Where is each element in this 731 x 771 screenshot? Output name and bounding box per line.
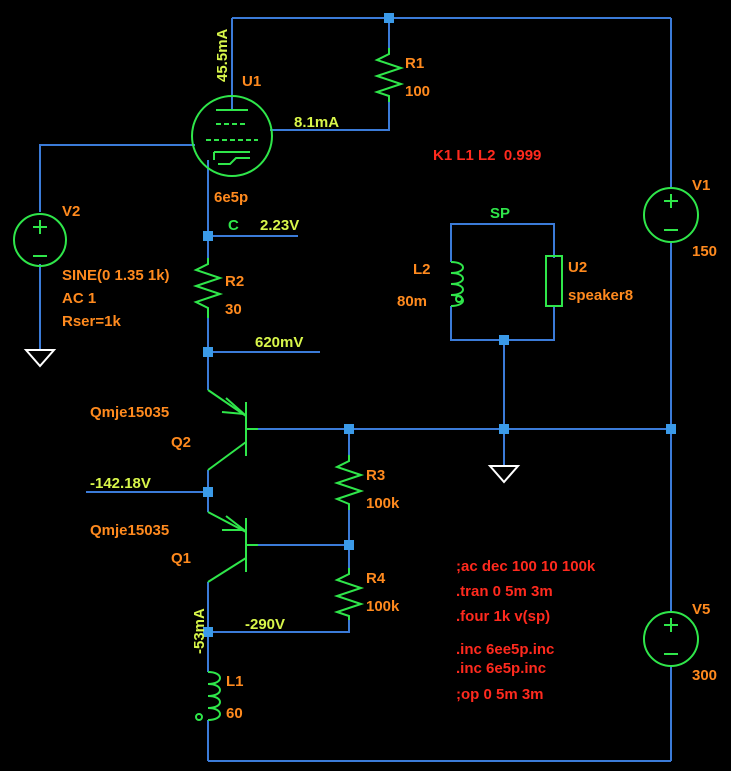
r4-value-label: 100k [366,598,400,615]
v5-name-label: V5 [692,601,710,618]
junction [203,347,213,357]
ground-icon[interactable] [487,465,521,484]
junction [344,540,354,550]
spice-directive: ;ac dec 100 10 100k [456,558,596,575]
r3-value-label: 100k [366,495,400,512]
wire-r1-bottom[interactable] [270,102,390,131]
junction [666,424,676,434]
inductor-l2[interactable] [450,261,464,307]
net-sp-label: SP [490,205,510,222]
r2-voltage-annotation: 620mV [255,334,303,351]
q1-current-annotation: -53mA [191,608,208,654]
q2-name-label: Q2 [171,434,191,451]
junction [344,424,354,434]
resistor-r4[interactable] [333,568,365,620]
junction [203,487,213,497]
resistor-r2[interactable] [192,258,224,318]
transistor-q1[interactable] [207,511,258,583]
l1-name-label: L1 [226,673,244,690]
inductor-l1[interactable] [195,671,221,721]
wire-sp-loop[interactable] [450,223,555,341]
junction [203,231,213,241]
l2-value-label: 80m [397,293,427,310]
v2-line1-label: SINE(0 1.35 1k) [62,267,170,284]
q1-emitter-voltage-annotation: -290V [245,616,285,633]
net-c-label: C [228,217,239,234]
r1-name-label: R1 [405,55,424,72]
ground-icon[interactable] [23,349,57,368]
wire-grid[interactable] [39,144,195,212]
r1-current-annotation: 8.1mA [294,114,339,131]
junctions [203,13,676,637]
l1-value-label: 60 [226,705,243,722]
source-v5[interactable] [643,611,699,667]
u1-value-label: 6e5p [214,189,248,206]
transistor-q2[interactable] [207,389,258,471]
u1-name-label: U1 [242,73,261,90]
resistor-r3[interactable] [333,455,365,510]
anode-current-annotation: 45.5mA [214,28,231,82]
junction [499,335,509,345]
resistor-r1[interactable] [373,48,405,102]
r2-value-label: 30 [225,301,242,318]
wires [39,17,672,762]
c-voltage-annotation: 2.23V [260,217,299,234]
labels: U1 6e5p R1 100 R2 30 R3 100k R4 100k V1 … [62,28,717,722]
spice-directive: .four 1k v(sp) [456,608,550,625]
r2-name-label: R2 [225,273,244,290]
spice-directive: .inc 6e5p.inc [456,660,546,677]
spice-directive: ;op 0 5m 3m [456,686,544,703]
spice-directive: .tran 0 5m 3m [456,583,553,600]
r1-value-label: 100 [405,83,430,100]
l2-name-label: L2 [413,261,431,278]
junction [499,424,509,434]
ground-symbols [23,349,521,484]
q2-model-label: Qmje15035 [90,404,169,421]
u2-name-label: U2 [568,259,587,276]
speaker-u2[interactable] [545,255,563,307]
v2-line3-label: Rser=1k [62,313,121,330]
u2-value-label: speaker8 [568,287,633,304]
spice-directive: .inc 6ee5p.inc [456,641,554,658]
r4-name-label: R4 [366,570,386,587]
junction [203,627,213,637]
source-v2[interactable] [13,213,67,267]
junction [384,13,394,23]
q-mid-voltage-annotation: -142.18V [90,475,151,492]
tube-u1[interactable] [191,95,273,177]
v1-name-label: V1 [692,177,710,194]
q1-name-label: Q1 [171,550,191,567]
coupling-directive: K1 L1 L2 0.999 [433,147,541,164]
v1-value-label: 150 [692,243,717,260]
v2-name-label: V2 [62,203,80,220]
v2-line2-label: AC 1 [62,290,96,307]
v5-value-label: 300 [692,667,717,684]
q1-model-label: Qmje15035 [90,522,169,539]
r3-name-label: R3 [366,467,385,484]
source-v1[interactable] [643,187,699,243]
